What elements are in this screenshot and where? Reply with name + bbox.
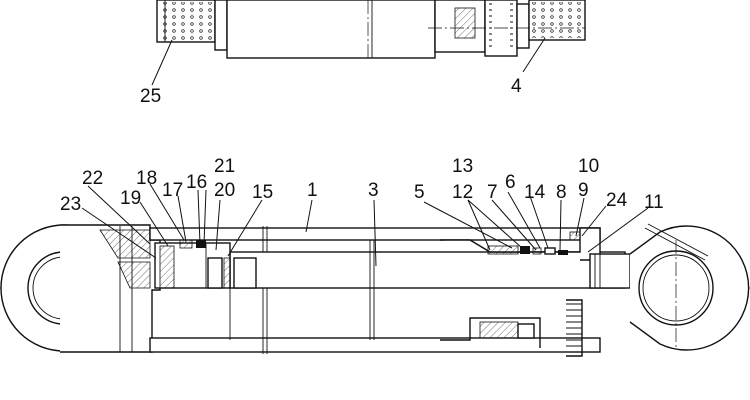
callout-1: 1 xyxy=(307,180,318,201)
top-cylinder-body xyxy=(226,0,436,59)
section-view: 25 4 21 22 18 16 17 20 19 23 15 1 3 13 1… xyxy=(0,76,750,357)
callout-23: 23 xyxy=(60,194,81,215)
callout-16: 16 xyxy=(186,172,207,193)
leader-lines xyxy=(81,183,649,267)
callout-7: 7 xyxy=(487,182,498,203)
callout-20: 20 xyxy=(214,180,235,201)
callout-11: 11 xyxy=(644,192,664,213)
callout-24: 24 xyxy=(606,190,628,211)
callout-19: 19 xyxy=(120,188,141,209)
callout-21: 21 xyxy=(214,156,235,177)
piston-rod xyxy=(229,251,626,289)
callout-18: 18 xyxy=(136,168,157,189)
callout-4: 4 xyxy=(511,76,522,97)
callout-8: 8 xyxy=(556,182,567,203)
callout-25: 25 xyxy=(140,86,161,107)
top-view xyxy=(151,0,586,86)
callout-15: 15 xyxy=(252,182,273,203)
callout-6: 6 xyxy=(505,172,516,193)
callout-12: 12 xyxy=(452,182,473,203)
callout-22: 22 xyxy=(82,168,103,189)
callout-13: 13 xyxy=(452,156,473,177)
callout-3: 3 xyxy=(368,180,379,201)
callout-9: 9 xyxy=(578,180,589,201)
callout-10: 10 xyxy=(578,156,599,177)
callout-14: 14 xyxy=(524,182,546,203)
callout-labels: 25 4 21 22 18 16 17 20 19 23 15 1 3 13 1… xyxy=(60,76,664,215)
callout-17: 17 xyxy=(162,180,183,201)
rod-eye xyxy=(629,225,750,351)
callout-5: 5 xyxy=(414,182,425,203)
